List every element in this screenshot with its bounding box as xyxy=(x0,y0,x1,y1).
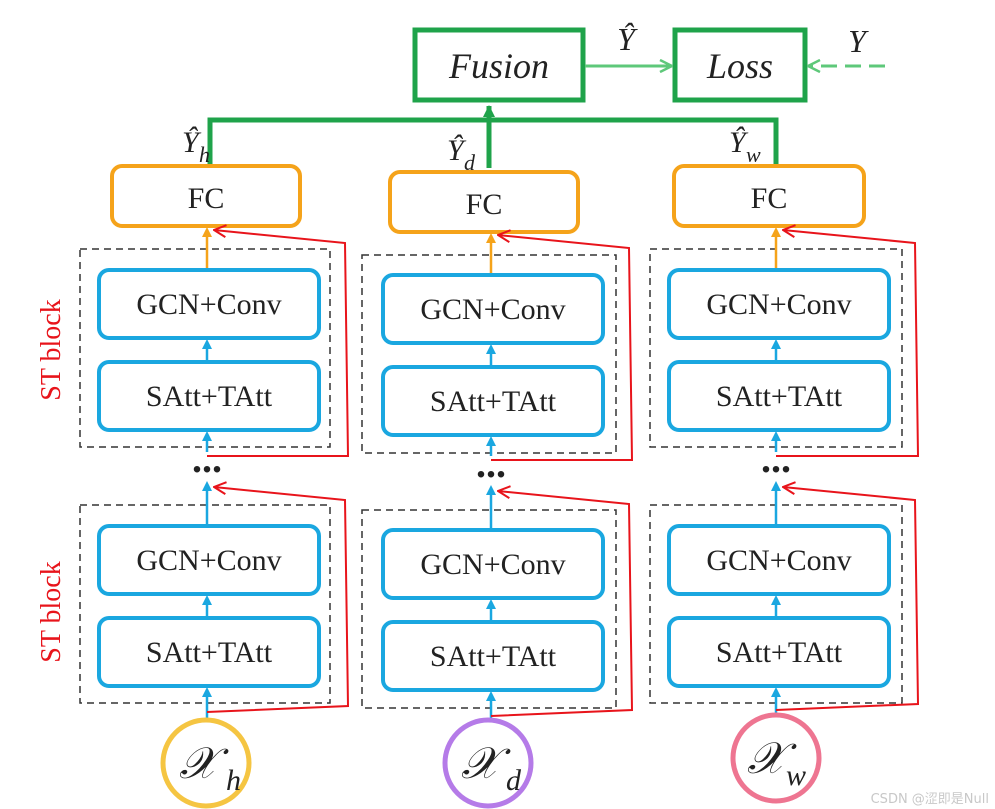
input-circle-w xyxy=(730,712,822,804)
gcn-label-d-top: GCN+Conv xyxy=(420,293,565,326)
gcn-box-w-bottom xyxy=(667,524,891,596)
fc-box-h xyxy=(110,164,302,228)
loss-label: Loss xyxy=(706,46,773,86)
gcn-label-w-bottom: GCN+Conv xyxy=(706,544,851,577)
satt-label-d-top: SAtt+TAtt xyxy=(430,385,557,418)
fc-label-w: FC xyxy=(751,182,788,215)
gcn-label-d-bottom: GCN+Conv xyxy=(420,548,565,581)
residual-d-bottom xyxy=(490,491,634,717)
column-w: Ŷ w FC GCN+Conv SAtt+TAtt GCN+Conv SAtt+… xyxy=(649,126,920,804)
input-w-sub: w xyxy=(786,759,806,792)
gcn-box-h-bottom xyxy=(97,524,321,596)
y-label: Y xyxy=(848,23,869,59)
yhat-w-base: Ŷ xyxy=(729,126,749,159)
input-d-sub: d xyxy=(506,764,522,797)
residual-h-bottom xyxy=(206,487,350,713)
st-block-top-d xyxy=(361,254,617,454)
watermark: CSDN @涩即是Null xyxy=(870,792,989,807)
residual-w-bottom xyxy=(775,487,920,711)
ellipsis-w: ... xyxy=(761,436,791,481)
loss-box xyxy=(672,27,808,103)
satt-box-h-top xyxy=(97,360,321,432)
merge-line xyxy=(207,117,779,165)
gcn-box-w-top xyxy=(667,268,891,340)
yhat-d-base: Ŷ xyxy=(447,134,467,167)
fusion-label: Fusion xyxy=(448,46,549,86)
satt-label-h-bottom: SAtt+TAtt xyxy=(146,636,273,669)
residual-h-top xyxy=(207,230,350,457)
satt-label-w-top: SAtt+TAtt xyxy=(716,380,843,413)
yhat-w-sub: w xyxy=(746,142,761,167)
satt-label-h-top: SAtt+TAtt xyxy=(146,380,273,413)
fc-box-d xyxy=(388,170,580,234)
fc-label-d: FC xyxy=(466,188,503,221)
gcn-label-w-top: GCN+Conv xyxy=(706,288,851,321)
gcn-box-d-bottom xyxy=(381,528,605,600)
st-block-label-bottom: ST block xyxy=(36,561,67,662)
st-block-bottom-d xyxy=(361,509,617,709)
column-d: Ŷ d FC GCN+Conv SAtt+TAtt GCN+Conv SAtt+… xyxy=(361,134,634,809)
satt-box-d-bottom xyxy=(381,620,605,692)
fusion-box xyxy=(412,27,586,103)
yhat-h-sub: h xyxy=(199,142,210,167)
gcn-box-d-top xyxy=(381,273,605,345)
gcn-box-h-top xyxy=(97,268,321,340)
gcn-label-h-bottom: GCN+Conv xyxy=(136,544,281,577)
satt-box-w-top xyxy=(667,360,891,432)
ellipsis-h: ... xyxy=(192,436,222,481)
fc-box-w xyxy=(672,164,866,228)
satt-box-w-bottom xyxy=(667,616,891,688)
input-circle-h xyxy=(160,717,252,809)
st-block-label-top: ST block xyxy=(36,299,67,400)
satt-box-h-bottom xyxy=(97,616,321,688)
gcn-label-h-top: GCN+Conv xyxy=(136,288,281,321)
st-block-top-h xyxy=(79,248,331,448)
yhat-d-sub: d xyxy=(464,150,476,175)
satt-label-w-bottom: SAtt+TAtt xyxy=(716,636,843,669)
st-block-bottom-h xyxy=(79,504,331,704)
residual-d-top xyxy=(491,235,634,461)
residual-w-top xyxy=(776,230,920,457)
ellipsis-d: ... xyxy=(476,441,506,486)
input-h-sub: h xyxy=(226,764,241,797)
satt-label-d-bottom: SAtt+TAtt xyxy=(430,640,557,673)
satt-box-d-top xyxy=(381,365,605,437)
fc-label-h: FC xyxy=(188,182,225,215)
yhat-h-base: Ŷ xyxy=(182,126,202,159)
column-h: Ŷ h FC GCN+Conv SAtt+TAtt GCN+Conv SAtt+… xyxy=(79,126,350,809)
y-hat-label: Ŷ xyxy=(617,21,638,57)
input-circle-d xyxy=(442,717,534,809)
